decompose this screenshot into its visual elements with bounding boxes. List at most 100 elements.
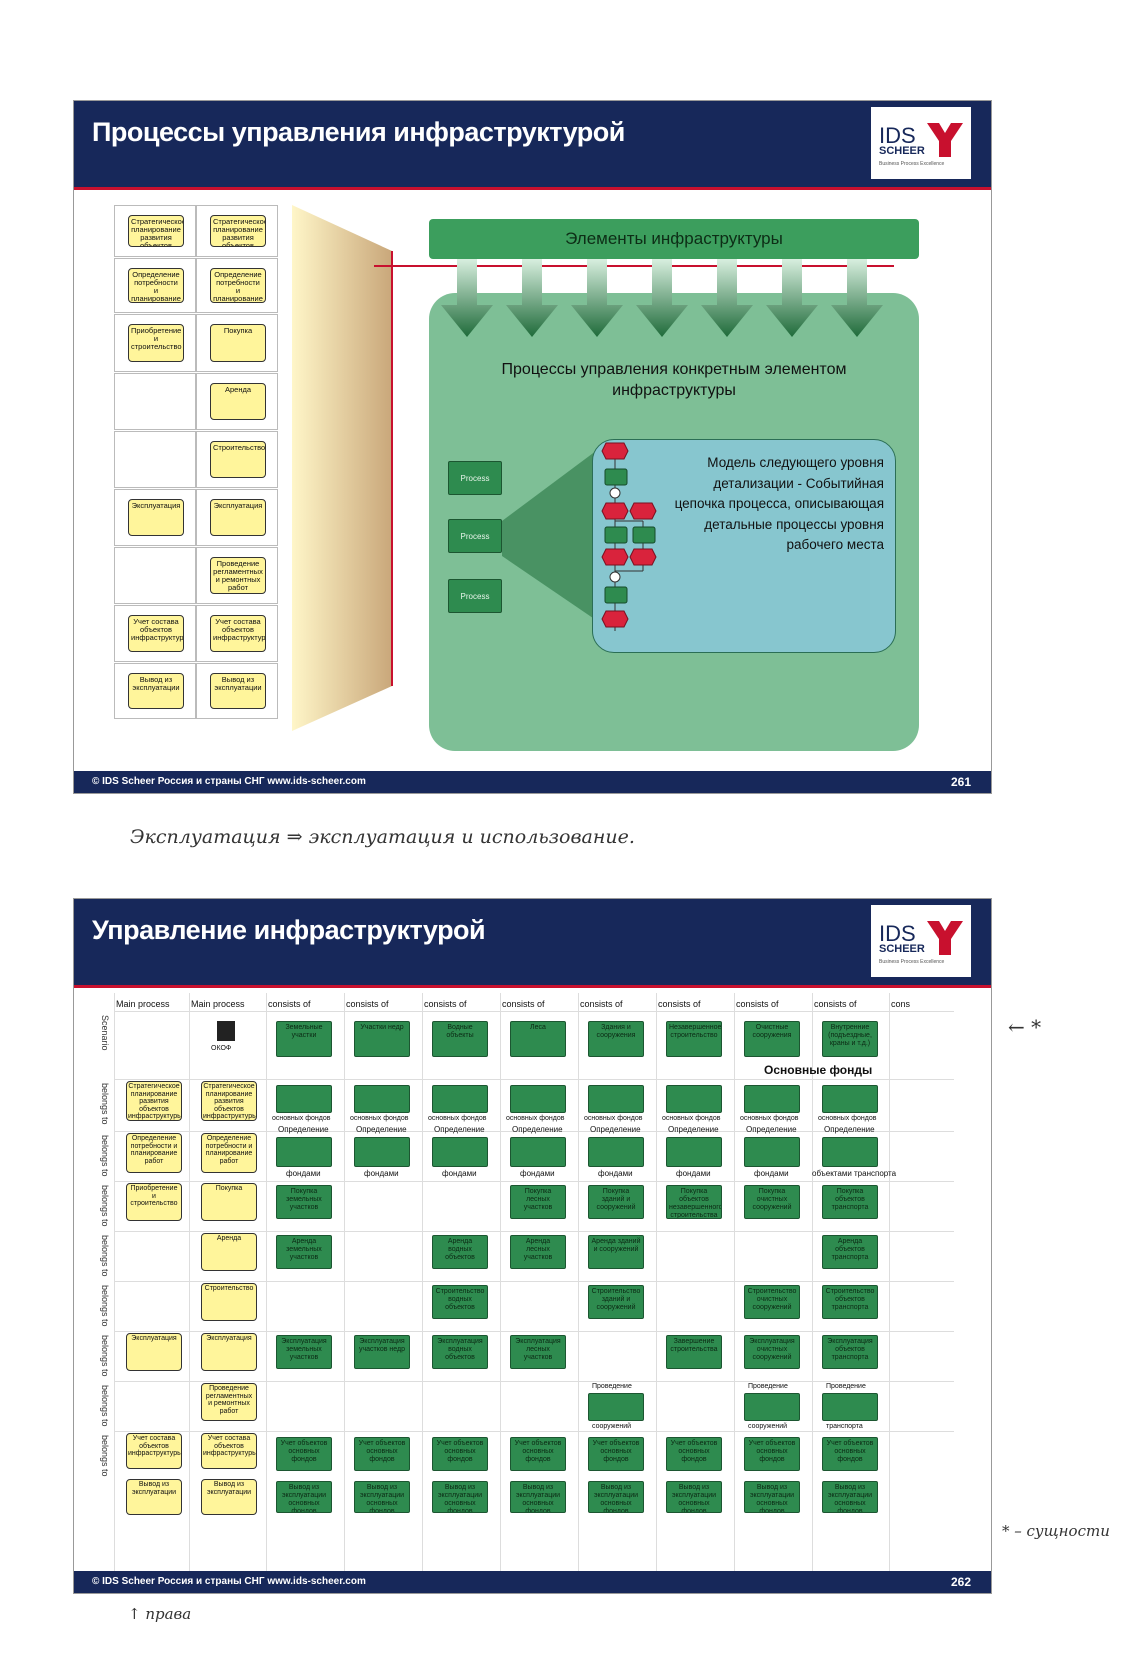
process-box: Приобретение и строительство: [126, 1183, 182, 1221]
need-caption-bottom: фондами: [286, 1169, 321, 1178]
need-planning-box: [822, 1137, 878, 1167]
col-line: [114, 993, 115, 1573]
strategic-caption: основных фондов: [584, 1115, 643, 1122]
logo-mark-icon: [927, 921, 963, 955]
column-header: consists of: [580, 999, 623, 1009]
grid-cell: [196, 205, 278, 257]
slide-262: Управление инфраструктурой IDS SCHEER Bu…: [73, 898, 992, 1594]
need-caption-bottom: фондами: [520, 1169, 555, 1178]
strategic-planning-box: [822, 1085, 878, 1113]
column-header: consists of: [814, 999, 857, 1009]
epc-chain-diagram: [601, 442, 657, 631]
margin-note-arrow: ← *: [1008, 1015, 1042, 1039]
process-box: Покупка: [201, 1183, 257, 1221]
need-caption-bottom: фондами: [364, 1169, 399, 1178]
row-line: [114, 1381, 954, 1382]
slide-title: Процессы управления инфраструктурой: [92, 117, 625, 147]
need-planning-box: [276, 1137, 332, 1167]
need-caption-bottom: фондами: [442, 1169, 477, 1178]
process-box: Аренда: [210, 383, 266, 420]
need-caption-bottom: фондами: [754, 1169, 789, 1178]
object-type-box: Водные объекты: [432, 1021, 488, 1057]
process-box: Аренда земельных участков: [276, 1235, 332, 1269]
slide-footer: © IDS Scheer Россия и страны СНГ www.ids…: [74, 771, 991, 793]
process-box: Учет состава объектов инфраструктуры: [201, 1433, 257, 1469]
main-funds-label: Основные фонды: [764, 1063, 873, 1077]
process-box: Вывод из эксплуатации: [126, 1479, 182, 1515]
process-box: Эксплуатация земельных участков: [276, 1335, 332, 1369]
object-type-box: Участки недр: [354, 1021, 410, 1057]
process-box: Завершение строительства: [666, 1335, 722, 1369]
column-header: consists of: [268, 999, 311, 1009]
detail-funnel: [502, 439, 612, 631]
repair-caption-top: Проведение: [826, 1383, 866, 1390]
process-box: Process: [448, 461, 502, 495]
strategic-caption: основных фондов: [662, 1115, 721, 1122]
need-planning-box: [432, 1137, 488, 1167]
grid-cell: [114, 605, 196, 662]
repair-caption-bottom: транспорта: [826, 1423, 863, 1430]
account-box: Учет объектов основных фондов: [354, 1437, 410, 1471]
row-label: belongs to: [100, 1083, 110, 1125]
process-box: Эксплуатация лесных участков: [510, 1335, 566, 1369]
grid-cell: [196, 489, 278, 546]
account-box: Учет объектов основных фондов: [588, 1437, 644, 1471]
grid-cell: [196, 663, 278, 719]
ids-scheer-logo: IDS SCHEER Business Process Excellence: [871, 905, 971, 977]
process-box: Покупка: [210, 324, 266, 362]
grid-cell: [114, 663, 196, 719]
okof-label: ОКОФ: [211, 1045, 232, 1052]
process-box: Process: [448, 579, 502, 613]
row-line: [114, 1331, 954, 1332]
grid-cell: [114, 547, 196, 604]
grid-cell: [196, 547, 278, 604]
account-box: Учет объектов основных фондов: [822, 1437, 878, 1471]
process-box: Покупка объектов незавершенного строител…: [666, 1185, 722, 1219]
col-line: [656, 993, 657, 1573]
repair-box: [822, 1393, 878, 1421]
strategic-planning-box: [744, 1085, 800, 1113]
row-label: belongs to: [100, 1335, 110, 1377]
row-line: [114, 1181, 954, 1182]
process-box: Аренда водных объектов: [432, 1235, 488, 1269]
repair-caption-top: Проведение: [592, 1383, 632, 1390]
process-box: Вывод из эксплуатации: [128, 673, 184, 709]
decommission-box: Вывод из эксплуатации основных фондов: [354, 1481, 410, 1513]
slide-title: Управление инфраструктурой: [92, 915, 486, 945]
grid-cell: [114, 431, 196, 488]
decommission-box: Вывод из эксплуатации основных фондов: [276, 1481, 332, 1513]
process-box: Строительство объектов транспорта: [822, 1285, 878, 1319]
row-line: [114, 1231, 954, 1232]
grid-cell: [114, 258, 196, 313]
footer-copyright: © IDS Scheer Россия и страны СНГ www.ids…: [92, 1576, 366, 1587]
col-line: [578, 993, 579, 1573]
grid-cell: [196, 258, 278, 313]
repair-caption-top: Проведение: [748, 1383, 788, 1390]
object-type-box: Незавершенное строительство: [666, 1021, 722, 1057]
need-caption-top: Определение: [434, 1125, 485, 1134]
strategic-caption: основных фондов: [350, 1115, 409, 1122]
decommission-box: Вывод из эксплуатации основных фондов: [744, 1481, 800, 1513]
handwritten-note: Эксплуатация ⇒ эксплуатация и использова…: [130, 826, 635, 848]
account-box: Учет объектов основных фондов: [276, 1437, 332, 1471]
grid-cell: [114, 489, 196, 546]
process-box: Определение потребности и планирование р…: [210, 268, 266, 303]
process-box: Эксплуатация: [210, 499, 266, 536]
column-header: consists of: [736, 999, 779, 1009]
row-label: belongs to: [100, 1435, 110, 1477]
process-box: Эксплуатация: [201, 1333, 257, 1371]
strategic-caption: основных фондов: [428, 1115, 487, 1122]
row-label: belongs to: [100, 1385, 110, 1427]
process-box: Стратегическое планирование развития объ…: [201, 1081, 257, 1121]
col-line: [500, 993, 501, 1573]
account-box: Учет объектов основных фондов: [510, 1437, 566, 1471]
account-box: Учет объектов основных фондов: [432, 1437, 488, 1471]
process-box: Эксплуатация: [126, 1333, 182, 1371]
need-planning-box: [666, 1137, 722, 1167]
account-box: Учет объектов основных фондов: [666, 1437, 722, 1471]
process-box: Эксплуатация водных объектов: [432, 1335, 488, 1369]
row-label: Scenario: [100, 1015, 110, 1051]
process-box: Эксплуатация очистных сооружений: [744, 1335, 800, 1369]
row-label: belongs to: [100, 1285, 110, 1327]
process-box: Покупка очистных сооружений: [744, 1185, 800, 1219]
